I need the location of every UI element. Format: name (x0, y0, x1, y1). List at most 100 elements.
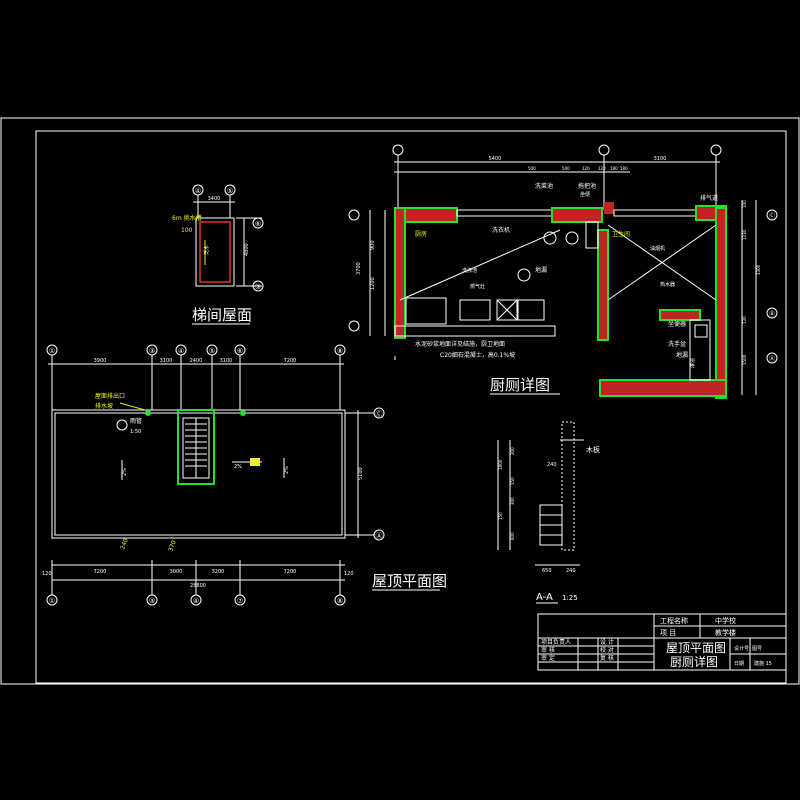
mark-240: 240 (119, 537, 130, 550)
dim-label: 180 (620, 166, 628, 171)
axis-label: ③ (149, 347, 155, 355)
axis-label: ⑥ (237, 347, 243, 355)
sink (496, 299, 518, 321)
dim-label: 500 (562, 166, 570, 171)
title-cell: 复 核 (600, 654, 614, 662)
fixture-label: 燃气灶 (470, 283, 485, 290)
fixture-label: 排气道 (700, 194, 718, 202)
section-scale: 1:25 (562, 594, 578, 602)
dim-label: 1200 (370, 277, 376, 290)
title-cell: 建施 15 (754, 660, 772, 667)
dim-label: 100 (742, 200, 747, 208)
dim-label: 150 (510, 477, 515, 485)
title-cell: 中学校 (715, 616, 736, 625)
roof-pipe-label: 雨管 (130, 417, 142, 425)
title-cell: 日期 (734, 661, 744, 667)
axis-label: ⑧ (337, 597, 343, 605)
kitchen-note-2: C20细石混凝土，高0.1%坡 (440, 351, 515, 359)
title-cell: 项目负责人 (541, 638, 571, 646)
dim-label: 1230 (742, 229, 747, 240)
axis-label: ④ (195, 187, 201, 195)
drain-point (240, 410, 246, 416)
title-cell: 审 定 (541, 654, 555, 662)
counter (405, 297, 447, 325)
dim-label: 900 (370, 240, 376, 250)
fixture-label: 地漏 (676, 351, 688, 359)
dim-label: 5400 (489, 156, 502, 162)
kitchen-note-1: 水泥砂浆地面详见结施，厨卫地面 (415, 340, 505, 348)
axis-label: ① (49, 347, 55, 355)
axis-label: ④ (193, 597, 199, 605)
dim-label: 120 (598, 166, 606, 171)
dim-label: 650 (542, 568, 552, 574)
title-cell: 设 计 (600, 638, 614, 646)
stair-roof-plan: ④ ⑤ 3400 6m 挑水槽 100 泛水 4800 ⑥ ③ 梯间屋面 (172, 184, 264, 325)
axis-label: ⑤ (209, 347, 215, 355)
dim-label: 180 (610, 166, 618, 171)
roof-scale: 1:50 (130, 429, 141, 435)
roof-outline (51, 409, 346, 539)
fixture-label: 洗手盆 (668, 340, 686, 348)
title-cell: 设计号 (734, 645, 749, 652)
axis-label: ③ (149, 597, 155, 605)
mark-370: 370 (167, 539, 178, 552)
fixture-label: 拖把池 (578, 182, 596, 190)
axis-label: ⑦ (237, 597, 243, 605)
fixture-label: 淋浴 (689, 358, 696, 368)
kitchen-title: 厨厕详图 (490, 376, 550, 394)
dim-label: 120 (582, 166, 590, 171)
axis-label: Ⓑ (769, 310, 775, 318)
dim-label: 7200 (284, 358, 297, 364)
dim-label: 3200 (212, 569, 225, 575)
section-side-dim: 240 (547, 462, 557, 468)
title-sub: 厨厕详图 (670, 654, 718, 669)
dim-label: 300 (510, 447, 515, 455)
fixture-label: 坐便 (580, 191, 590, 198)
dim-label: 150 (498, 512, 503, 520)
dim-label: 300 (510, 497, 515, 505)
inner-frame (35, 130, 787, 684)
dim-side: 4800 (244, 243, 250, 256)
dim-label: 130 (742, 316, 747, 324)
axis-label: Ⓐ (769, 355, 775, 363)
title-main: 屋顶平面图 (666, 641, 726, 655)
sheet-border (0, 117, 800, 685)
dim-label: 7200 (284, 569, 297, 575)
dim-label: 3900 (94, 358, 107, 364)
dim-label: 3100 (220, 358, 233, 364)
section-label: 木板 (586, 445, 600, 454)
axis-label: ⑧ (337, 347, 343, 355)
slope-label: 2% (284, 466, 290, 474)
fixture-label: 坐便器 (668, 320, 686, 328)
title-cell: 审 核 (541, 646, 555, 654)
wall (395, 208, 457, 222)
dim-label: 3000 (170, 569, 183, 575)
dim-label: 600 (510, 532, 515, 540)
room-label: 厨房 (415, 230, 427, 238)
dim-label: 3100 (160, 358, 173, 364)
stair-roof-inner (199, 221, 231, 283)
right-total: 120 (344, 571, 354, 577)
section-title: A-A (536, 592, 553, 603)
axis-label: ④ (178, 347, 184, 355)
left-total: 120 (42, 571, 52, 577)
title-cell: 教学楼 (715, 628, 736, 637)
stair-block (177, 409, 215, 485)
dim-label: 2400 (190, 358, 203, 364)
dim-label: 1800 (498, 459, 503, 470)
drain-point (145, 410, 151, 416)
slope-label: 2% (122, 468, 128, 476)
title-cell: 图号 (752, 646, 762, 652)
section-wall (561, 421, 575, 551)
title-cell: 校 对 (600, 646, 614, 654)
dim-label: 500 (528, 166, 536, 171)
stair-roof-title: 梯间屋面 (192, 306, 252, 324)
duct (585, 221, 599, 249)
stair-roof-outline (195, 217, 235, 287)
section-a-a: 木板 1800 300 150 300 150 600 240 650 240 … (497, 421, 600, 604)
axis-label: ③ (255, 283, 261, 291)
roof-plan: ① ③ ④ ⑤ ⑥ ⑧ 3900 3100 2400 3100 7200 (42, 344, 447, 606)
dim-label: 1500 (742, 354, 747, 365)
roof-drain-label-2: 排水坡 (95, 402, 113, 410)
